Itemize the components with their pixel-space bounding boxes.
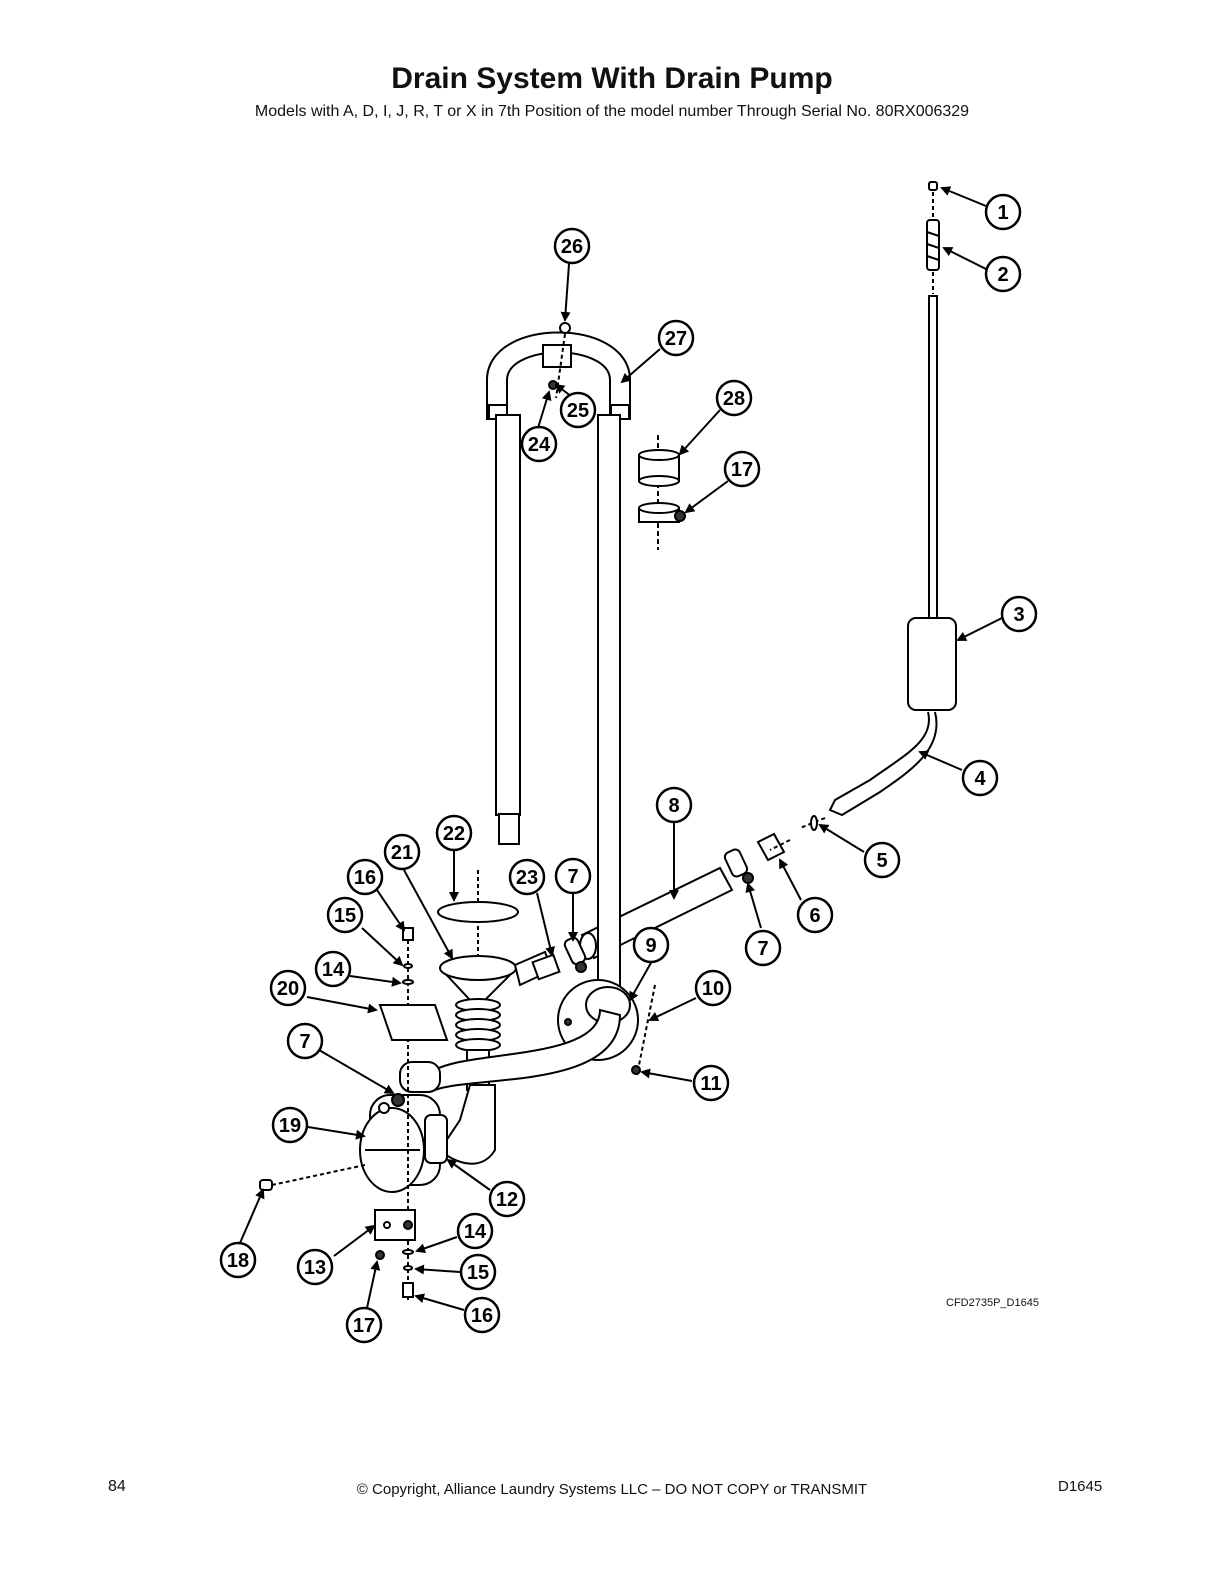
callout-14-lower: 14 [456, 1212, 494, 1250]
callout-5: 5 [863, 841, 901, 879]
svg-text:27: 27 [665, 328, 687, 350]
callout-1: 1 [984, 193, 1022, 231]
svg-text:16: 16 [471, 1305, 493, 1327]
callout-16-upper: 16 [346, 858, 384, 896]
svg-text:24: 24 [528, 434, 551, 456]
document-code: D1645 [1058, 1478, 1103, 1495]
svg-text:26: 26 [561, 236, 583, 258]
svg-text:12: 12 [496, 1189, 518, 1211]
callout-20: 20 [269, 969, 307, 1007]
part-pump [399, 979, 656, 1165]
callout-4: 4 [961, 759, 999, 797]
svg-text:7: 7 [299, 1031, 310, 1053]
callout-19: 19 [271, 1106, 309, 1144]
callout-11: 11 [692, 1064, 730, 1102]
clip-5 [810, 815, 818, 831]
part-motor [359, 1093, 448, 1193]
svg-text:1: 1 [997, 202, 1008, 224]
svg-text:2: 2 [997, 264, 1008, 286]
callout-28: 28 [715, 379, 753, 417]
part-standpipe [486, 322, 631, 1016]
page-number: 84 [108, 1478, 126, 1495]
svg-text:13: 13 [304, 1257, 326, 1279]
svg-text:9: 9 [645, 935, 656, 957]
callout-2: 2 [984, 255, 1022, 293]
svg-text:28: 28 [723, 388, 745, 410]
lower-hose [828, 711, 938, 817]
part-bracket [259, 927, 449, 1300]
callout-3: 3 [1000, 595, 1038, 633]
svg-text:15: 15 [334, 905, 356, 927]
callout-10: 10 [694, 969, 732, 1007]
svg-text:6: 6 [809, 905, 820, 927]
svg-text:8: 8 [668, 795, 679, 817]
coupling-6 [756, 832, 786, 862]
callout-22: 22 [435, 814, 473, 852]
part-funnel [437, 870, 587, 1091]
hose-tube [928, 295, 938, 619]
svg-text:14: 14 [464, 1221, 487, 1243]
air-dome [907, 617, 957, 711]
svg-text:14: 14 [322, 959, 345, 981]
svg-text:17: 17 [353, 1315, 375, 1337]
callout-23: 23 [508, 858, 546, 896]
page-title: Drain System With Drain Pump [391, 62, 833, 95]
svg-text:7: 7 [567, 866, 578, 888]
callout-26: 26 [553, 227, 591, 265]
svg-text:17: 17 [731, 459, 753, 481]
callout-12: 12 [488, 1180, 526, 1218]
svg-text:19: 19 [279, 1115, 301, 1137]
svg-text:21: 21 [391, 842, 413, 864]
part-band-28 [638, 435, 686, 550]
callout-18: 18 [219, 1241, 257, 1279]
bellows [455, 998, 501, 1052]
callout-17-lower: 17 [345, 1306, 383, 1344]
drawing-id: CFD2735P_D1645 [946, 1297, 1039, 1309]
svg-text:18: 18 [227, 1250, 249, 1272]
svg-text:3: 3 [1013, 604, 1024, 626]
svg-text:23: 23 [516, 867, 538, 889]
callout-13: 13 [296, 1248, 334, 1286]
callout-27: 27 [657, 319, 695, 357]
callout-17-upper: 17 [723, 450, 761, 488]
svg-text:20: 20 [277, 978, 299, 1000]
callout-7-hose-right: 7 [744, 929, 782, 967]
callout-15-upper: 15 [326, 896, 364, 934]
page-subtitle: Models with A, D, I, J, R, T or X in 7th… [254, 103, 970, 120]
copyright-notice: © Copyright, Alliance Laundry Systems LL… [356, 1481, 868, 1498]
callout-bubbles: 1 2 3 4 5 6 7 8 9 10 11 12 13 14 15 16 1… [219, 193, 1038, 1344]
callout-24: 24 [520, 425, 558, 463]
svg-text:4: 4 [974, 768, 986, 790]
part-pressure-hose [799, 181, 957, 831]
svg-text:7: 7 [757, 938, 768, 960]
callout-9: 9 [632, 926, 670, 964]
svg-text:10: 10 [702, 978, 724, 1000]
callout-14-upper: 14 [314, 950, 352, 988]
callout-6: 6 [796, 896, 834, 934]
parts-drawing [259, 181, 957, 1300]
svg-text:15: 15 [467, 1262, 489, 1284]
svg-text:5: 5 [876, 850, 887, 872]
svg-text:16: 16 [354, 867, 376, 889]
svg-text:11: 11 [700, 1073, 721, 1095]
callout-15-lower: 15 [459, 1253, 497, 1291]
callout-16-lower: 16 [463, 1296, 501, 1334]
hose-cap [928, 181, 938, 191]
callout-7-motor: 7 [286, 1022, 324, 1060]
svg-text:25: 25 [567, 400, 589, 422]
callout-21: 21 [383, 833, 421, 871]
callout-leaders [239, 186, 1003, 1311]
callout-25: 25 [559, 391, 597, 429]
callout-8: 8 [655, 786, 693, 824]
callout-7-funnel: 7 [554, 857, 592, 895]
svg-text:22: 22 [443, 823, 465, 845]
